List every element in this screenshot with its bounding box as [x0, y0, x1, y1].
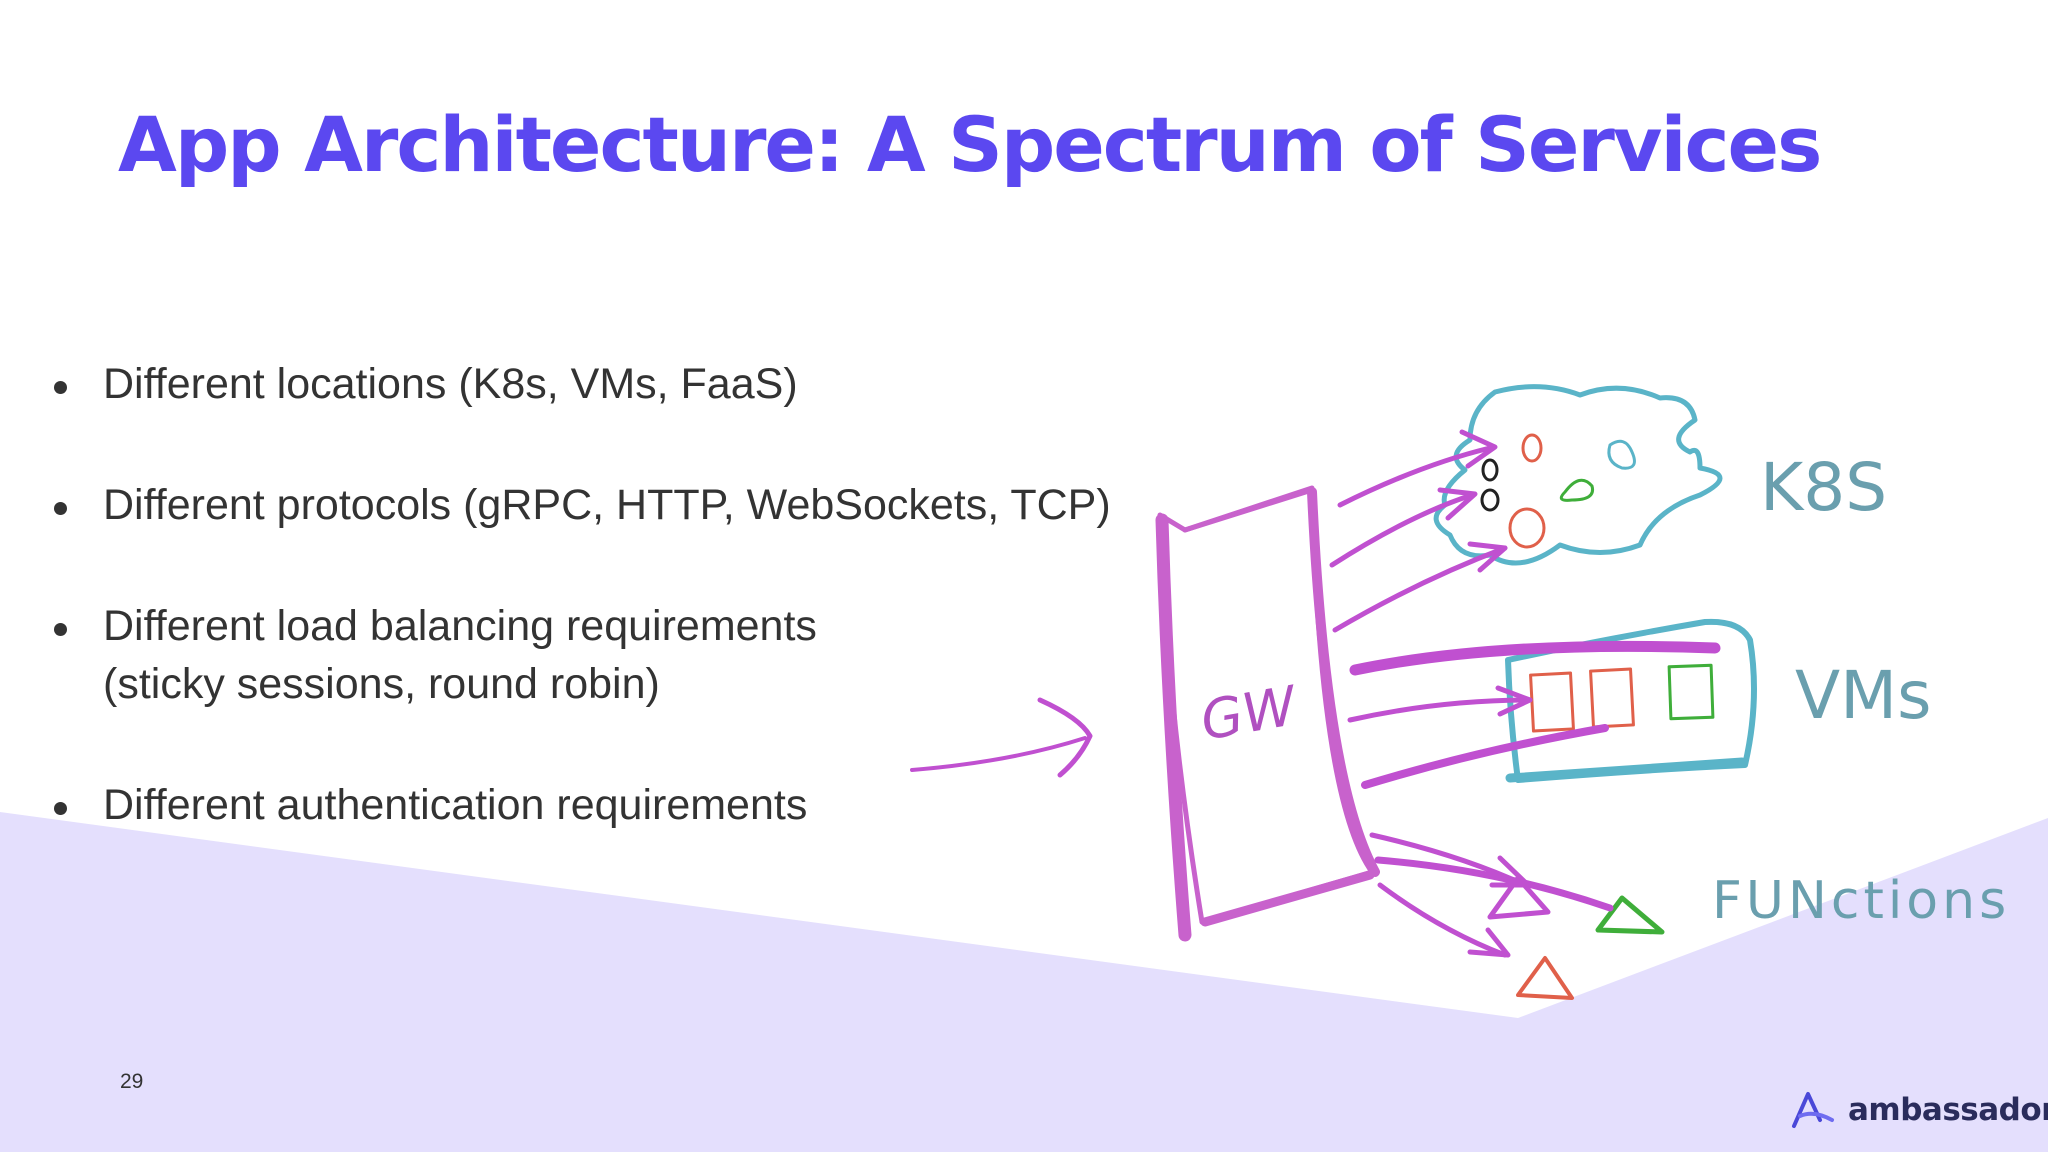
arrow-to-vms: [1347, 697, 1533, 723]
arrow-to-k8s-head: [1459, 429, 1498, 469]
function-triangle-green: [1595, 895, 1665, 935]
bullet-item: Different load balancing requirements (s…: [50, 597, 1111, 713]
arrow-to-functions: [1377, 882, 1508, 958]
bullet-text-continued: (sticky sessions, round robin): [103, 660, 660, 708]
arrow-to-functions-head: [1467, 927, 1511, 958]
bullet-dot: [54, 381, 67, 394]
arrow-to-functions: [1374, 856, 1614, 912]
k8s-cloud: [1433, 384, 1723, 566]
bullet-dot: [54, 502, 67, 515]
bullet-dot: [54, 623, 67, 636]
function-triangle-purple: [1487, 875, 1551, 920]
page-title: App Architecture: A Spectrum of Services: [118, 100, 1822, 189]
arrow-to-vms: [1349, 640, 1721, 676]
arrow-to-k8s: [1332, 545, 1508, 633]
bullet-list: Different locations (K8s, VMs, FaaS) Dif…: [50, 355, 1111, 897]
arrow-to-k8s-head: [1467, 541, 1508, 573]
bullet-text: Different authentication requirements: [103, 781, 808, 829]
vm-red: [1589, 667, 1635, 729]
arrow-to-k8s-head: [1437, 487, 1478, 521]
incoming-arrow-head: [1037, 697, 1093, 778]
bullet-item: Different protocols (gRPC, HTTP, WebSock…: [50, 476, 1111, 534]
logo-text: ambassador: [1848, 1092, 2048, 1128]
vm-red: [1529, 671, 1575, 733]
bullet-dot: [54, 802, 67, 815]
ambassador-logo-icon: [1792, 1092, 1834, 1128]
function-triangle-red: [1516, 956, 1574, 1000]
k8s-pod-red: [1521, 433, 1543, 463]
arrow-to-k8s: [1337, 445, 1493, 508]
bullet-text: Different protocols (gRPC, HTTP, WebSock…: [103, 481, 1111, 529]
k8s-label: K8S: [1760, 449, 1887, 526]
gateway-box-top-edge: [1182, 487, 1315, 533]
k8s-pod-black: [1481, 458, 1499, 482]
bullet-text: Different locations (K8s, VMs, FaaS): [103, 360, 798, 408]
gateway-box-left-edge: [1155, 513, 1192, 942]
bullet-text: Different load balancing requirements: [103, 602, 817, 650]
bullet-item: Different locations (K8s, VMs, FaaS): [50, 355, 1111, 413]
k8s-pod-green: [1559, 478, 1595, 502]
arrow-to-vms-head: [1495, 685, 1533, 717]
vms-label: VMs: [1795, 657, 1931, 734]
arrow-to-vms: [1361, 724, 1609, 789]
background-lavender-band: [0, 812, 2048, 1152]
vms-box-bottom: [1505, 757, 1747, 783]
bullet-item: Different authentication requirements: [50, 776, 1111, 834]
vm-green: [1667, 663, 1715, 721]
functions-label: FUNctions: [1712, 871, 2010, 931]
incoming-arrow: [910, 736, 1087, 772]
gateway-label: GW: [1196, 674, 1303, 753]
gateway-box-bottom-edge: [1200, 870, 1375, 927]
page-number: 29: [120, 1070, 144, 1093]
ambassador-logo: ambassador: [1790, 1090, 2048, 1130]
k8s-pod-teal: [1607, 439, 1636, 470]
k8s-pod-red: [1508, 507, 1546, 549]
k8s-pod-black: [1480, 488, 1500, 512]
gateway-box-right-edge: [1307, 487, 1380, 877]
arrow-to-k8s: [1329, 492, 1475, 568]
